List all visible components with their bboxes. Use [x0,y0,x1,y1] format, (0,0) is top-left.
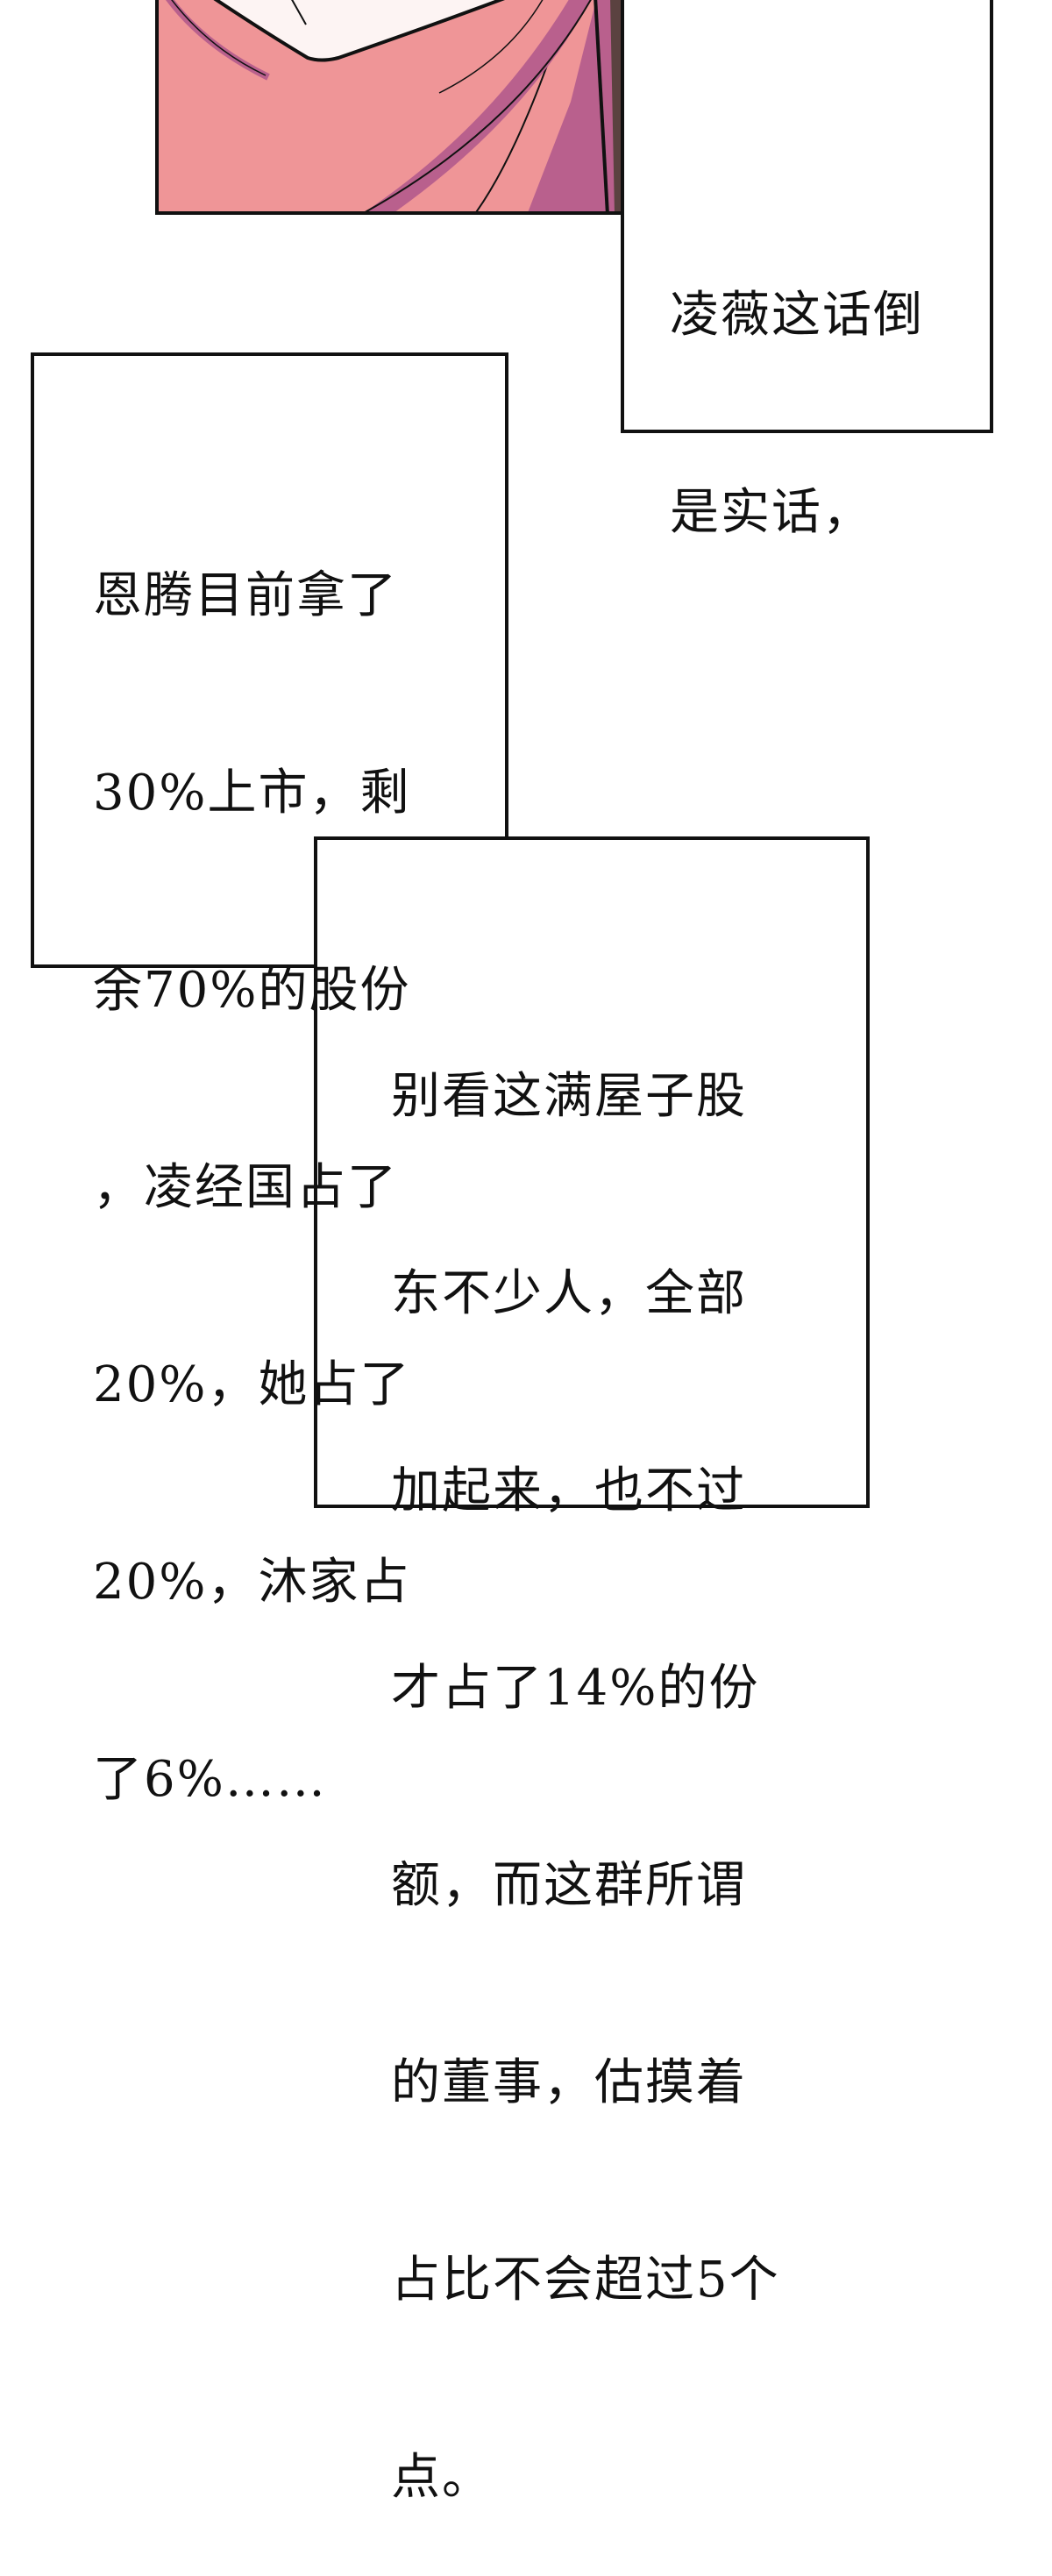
comic-panel-image [155,0,621,215]
caption-2-line: 余70%的股份 [93,962,411,1019]
caption-3-line: 占比不会超过5个 [391,2252,780,2309]
collar-illustration [166,0,621,211]
caption-1-line: 是实话， [670,484,873,541]
caption-2-text: 恩腾目前拿了 30%上市，剩 余70%的股份 ，凌经国占了 20%，她占了 20… [93,431,410,1878]
caption-3-line: 东不少人，全部 [391,1265,747,1322]
caption-3-line: 才占了14%的份 [391,1660,760,1717]
caption-3-line: 的董事，估摸着 [391,2054,747,2111]
caption-2-line: 20%，她占了 [93,1356,411,1413]
caption-merge-cover [317,840,505,971]
caption-2-line: 20%，沐家占 [93,1554,411,1611]
caption-2-line: 30%上市，剩 [93,765,411,822]
caption-3-text: 别看这满屋子股 东不少人，全部 加起来，也不过 才占了14%的份 额，而这群所谓… [391,932,780,2576]
caption-1-line: 凌薇这话倒 [670,287,924,344]
caption-box-1 [621,0,993,433]
caption-1-text: 凌薇这话倒 是实话， [670,151,924,611]
caption-2-line: 恩腾目前拿了 [93,567,398,624]
caption-3-line: 别看这满屋子股 [391,1068,747,1125]
caption-3-line: 点。 [391,2449,493,2506]
caption-2-line: 了6%…… [93,1751,327,1808]
caption-3-line: 额，而这群所谓 [391,1857,747,1914]
caption-3-line: 加起来，也不过 [391,1462,747,1519]
caption-2-line: ，凌经国占了 [93,1159,398,1216]
